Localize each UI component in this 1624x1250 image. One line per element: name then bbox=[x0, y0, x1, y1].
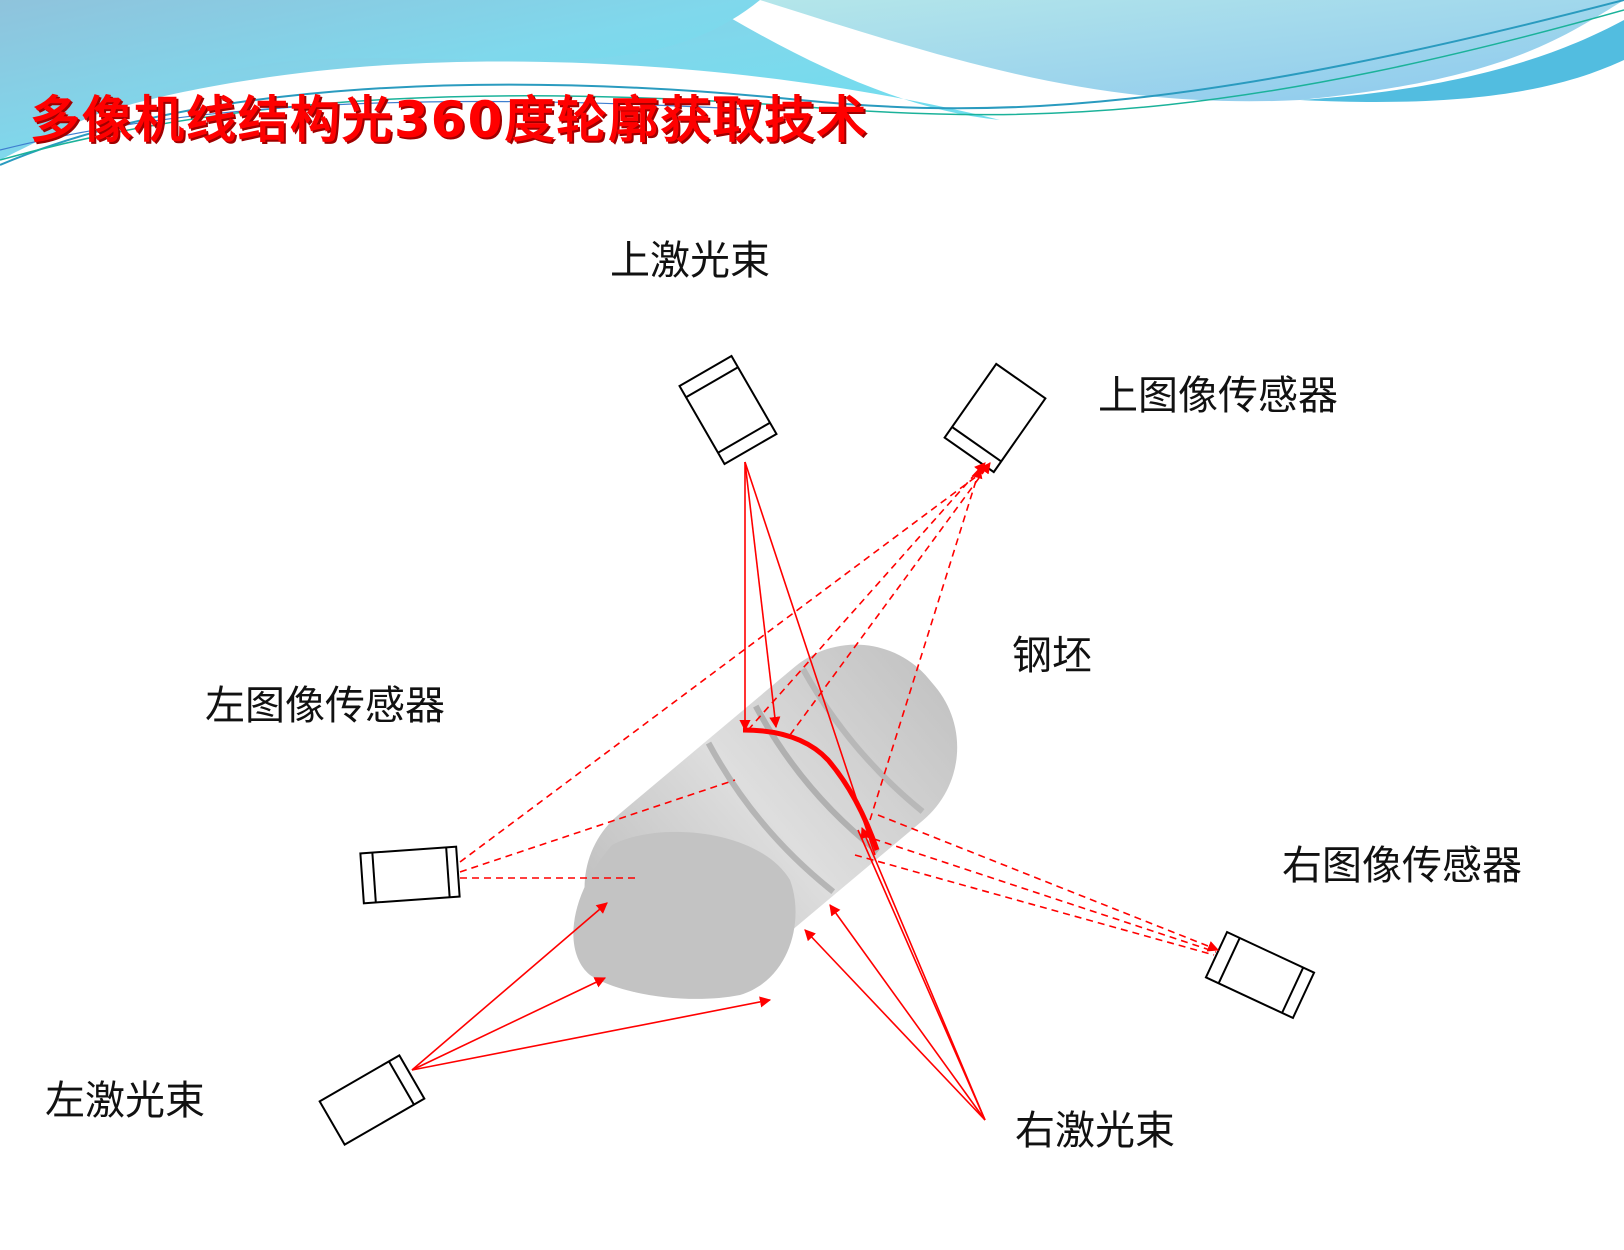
left-image-sensor bbox=[359, 845, 461, 905]
label-left-laser: 左激光束 bbox=[45, 1078, 205, 1124]
label-right-sensor: 右图像传感器 bbox=[1282, 843, 1522, 889]
reflected-beams bbox=[459, 462, 1220, 956]
top-image-sensor bbox=[943, 362, 1047, 474]
label-left-sensor: 左图像传感器 bbox=[205, 683, 445, 729]
profile-curve bbox=[742, 727, 880, 851]
steel-billet bbox=[573, 644, 958, 999]
label-right-laser: 右激光束 bbox=[1015, 1108, 1175, 1154]
label-top-sensor: 上图像传感器 bbox=[1098, 373, 1338, 419]
label-top-laser: 上激光束 bbox=[610, 238, 770, 284]
top-laser-device bbox=[678, 354, 778, 466]
label-billet: 钢坯 bbox=[1012, 633, 1092, 679]
left-laser-device bbox=[318, 1053, 426, 1147]
right-image-sensor bbox=[1204, 930, 1316, 1020]
slide-title: 多像机线结构光360度轮廓获取技术 bbox=[30, 91, 869, 149]
laser-beams bbox=[411, 461, 986, 1121]
header-background bbox=[0, 0, 1624, 166]
